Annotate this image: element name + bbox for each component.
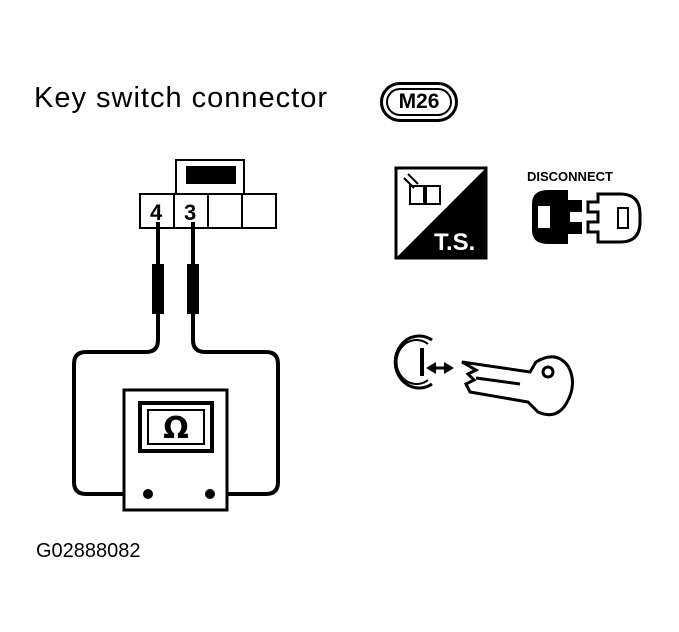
probe-tip-left xyxy=(152,264,164,314)
disconnect-label: DISCONNECT xyxy=(527,169,613,184)
connector-id-badge: M26 xyxy=(380,82,458,122)
ts-icon xyxy=(394,166,488,260)
pin-3-label: 3 xyxy=(184,200,196,225)
ohm-symbol: Ω xyxy=(163,411,189,446)
connector-id-label: M26 xyxy=(386,88,452,116)
ts-label: T.S. xyxy=(434,229,475,256)
probe-lead-left xyxy=(72,222,160,496)
ohmmeter-icon xyxy=(122,388,229,512)
connector-housing xyxy=(139,159,277,229)
diagram-title: Key switch connector xyxy=(34,82,329,114)
disconnect-icon xyxy=(532,190,642,244)
probe-tip-right xyxy=(187,264,199,314)
pin-4-label: 4 xyxy=(150,200,163,225)
key-removed-icon xyxy=(393,334,574,417)
probe-lead-right xyxy=(191,222,280,496)
figure-code: G02888082 xyxy=(36,540,141,562)
